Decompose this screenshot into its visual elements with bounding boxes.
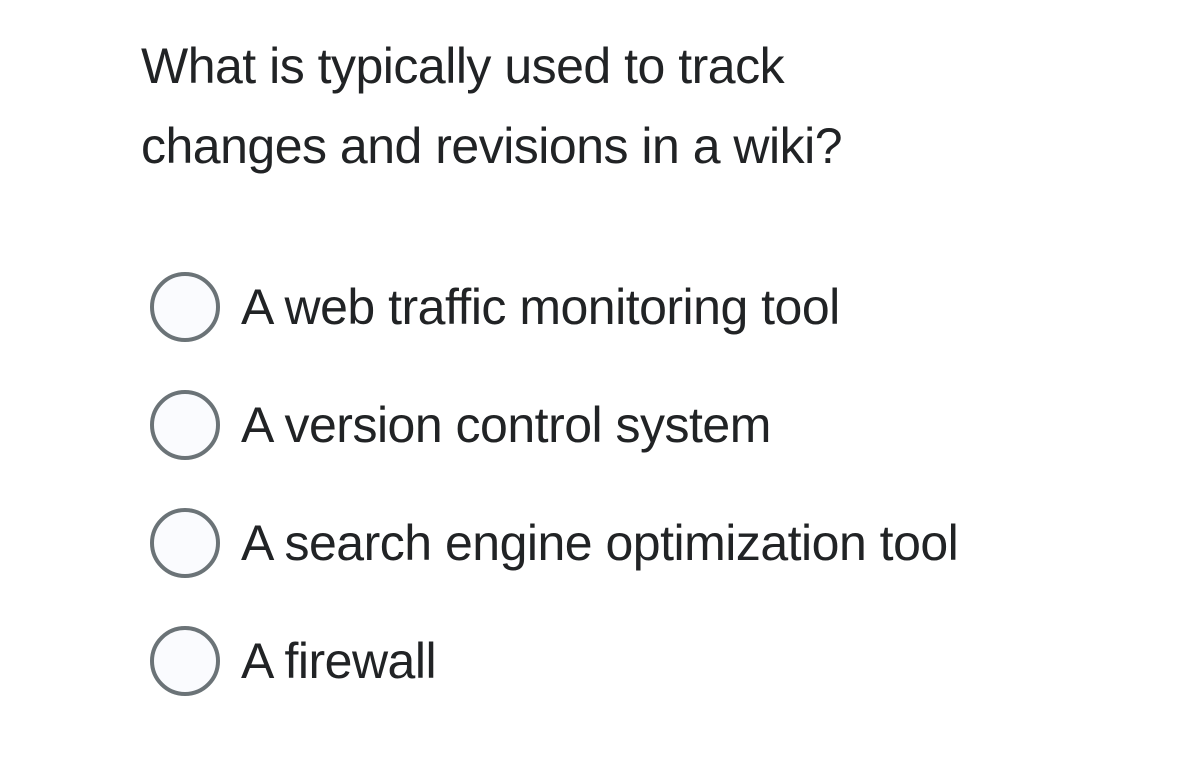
option-label: A version control system bbox=[241, 397, 771, 453]
question-text: What is typically used to track changes … bbox=[141, 26, 1179, 186]
radio-button-icon[interactable] bbox=[150, 272, 220, 342]
question-line-1: What is typically used to track bbox=[141, 38, 785, 94]
radio-button-icon[interactable] bbox=[150, 626, 220, 696]
question-line-2: changes and revisions in a wiki? bbox=[141, 118, 843, 174]
radio-button-icon[interactable] bbox=[150, 390, 220, 460]
option-label: A firewall bbox=[241, 633, 437, 689]
option-row-web-traffic[interactable]: A web traffic monitoring tool bbox=[150, 272, 1179, 342]
option-label: A web traffic monitoring tool bbox=[241, 279, 840, 335]
option-row-seo-tool[interactable]: A search engine optimization tool bbox=[150, 508, 1179, 578]
answer-options: A web traffic monitoring tool A version … bbox=[150, 272, 1179, 696]
quiz-question-panel: What is typically used to track changes … bbox=[141, 26, 1179, 696]
option-label: A search engine optimization tool bbox=[241, 515, 959, 571]
radio-button-icon[interactable] bbox=[150, 508, 220, 578]
option-row-version-control[interactable]: A version control system bbox=[150, 390, 1179, 460]
option-row-firewall[interactable]: A firewall bbox=[150, 626, 1179, 696]
